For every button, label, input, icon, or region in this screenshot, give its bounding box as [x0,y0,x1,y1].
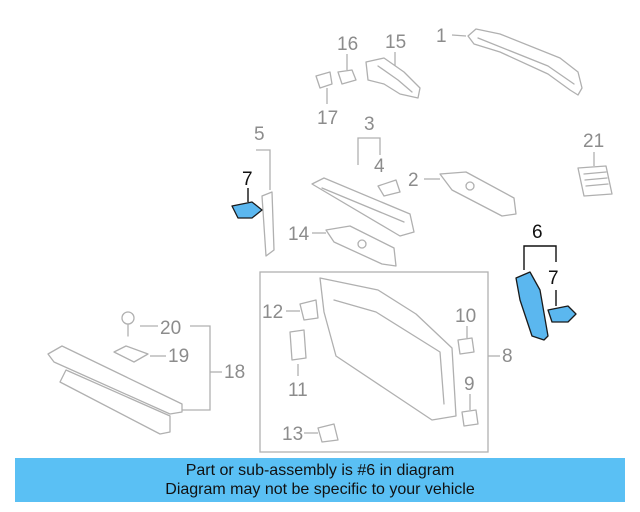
callout-1[interactable]: 1 [436,26,447,47]
callout-17[interactable]: 17 [317,108,338,129]
part-15-bracket [365,57,421,99]
callout-20[interactable]: 20 [160,318,181,339]
part-2-side-trim [439,171,517,217]
callout-9[interactable]: 9 [464,374,475,395]
part-9-clip [461,409,479,427]
banner-line-2: Diagram may not be specific to your vehi… [165,481,475,498]
part-14-panel [325,225,397,267]
part-7-clip-right [547,305,577,323]
callout-13[interactable]: 13 [282,424,303,445]
callout-7-right[interactable]: 7 [548,268,559,289]
part-5-pillar-trim [261,191,275,257]
callout-8[interactable]: 8 [502,346,513,367]
banner-line-1: Part or sub-assembly is #6 in diagram [185,462,455,479]
leader-3 [357,137,381,165]
part-17-clip [315,71,333,89]
callout-15[interactable]: 15 [385,32,406,53]
part-6-pillar-trim [515,271,549,341]
exploded-parts-diagram: 1 15 16 17 3 4 2 21 [47,26,613,453]
callout-11[interactable]: 11 [288,380,308,401]
info-banner: Part or sub-assembly is #6 in diagram Di… [15,458,625,502]
leader-6 [523,245,557,270]
callout-19[interactable]: 19 [168,346,189,367]
callout-2[interactable]: 2 [408,170,419,191]
callout-14[interactable]: 14 [288,224,310,245]
callout-16[interactable]: 16 [337,34,358,55]
part-4-clip [377,179,401,197]
callout-3[interactable]: 3 [364,114,375,135]
callout-10[interactable]: 10 [455,306,476,327]
part-13-grommet [317,423,339,443]
callout-21[interactable]: 21 [583,131,604,152]
part-21-vent [577,165,613,197]
part-10-clip [457,337,475,355]
callout-6[interactable]: 6 [532,222,543,243]
part-8-door-assembly [259,271,489,453]
part-20-screw [121,311,135,337]
part-11-cover [289,329,307,361]
leader-1 [451,34,467,37]
callout-5[interactable]: 5 [254,124,265,145]
callout-18[interactable]: 18 [224,362,245,383]
callout-7-left[interactable]: 7 [242,169,253,190]
leader-18-group [182,325,211,411]
callout-4[interactable]: 4 [374,156,385,177]
callout-12[interactable]: 12 [262,302,283,323]
part-18-tonneau-cover [47,345,183,435]
part-7-clip-left [231,201,263,219]
part-1-trim-strip [467,28,583,96]
part-3-garnish [311,177,415,237]
part-12-clip [299,299,319,321]
leader-5 [256,149,271,190]
part-19-handle [113,345,149,363]
part-16-clip [337,69,357,85]
